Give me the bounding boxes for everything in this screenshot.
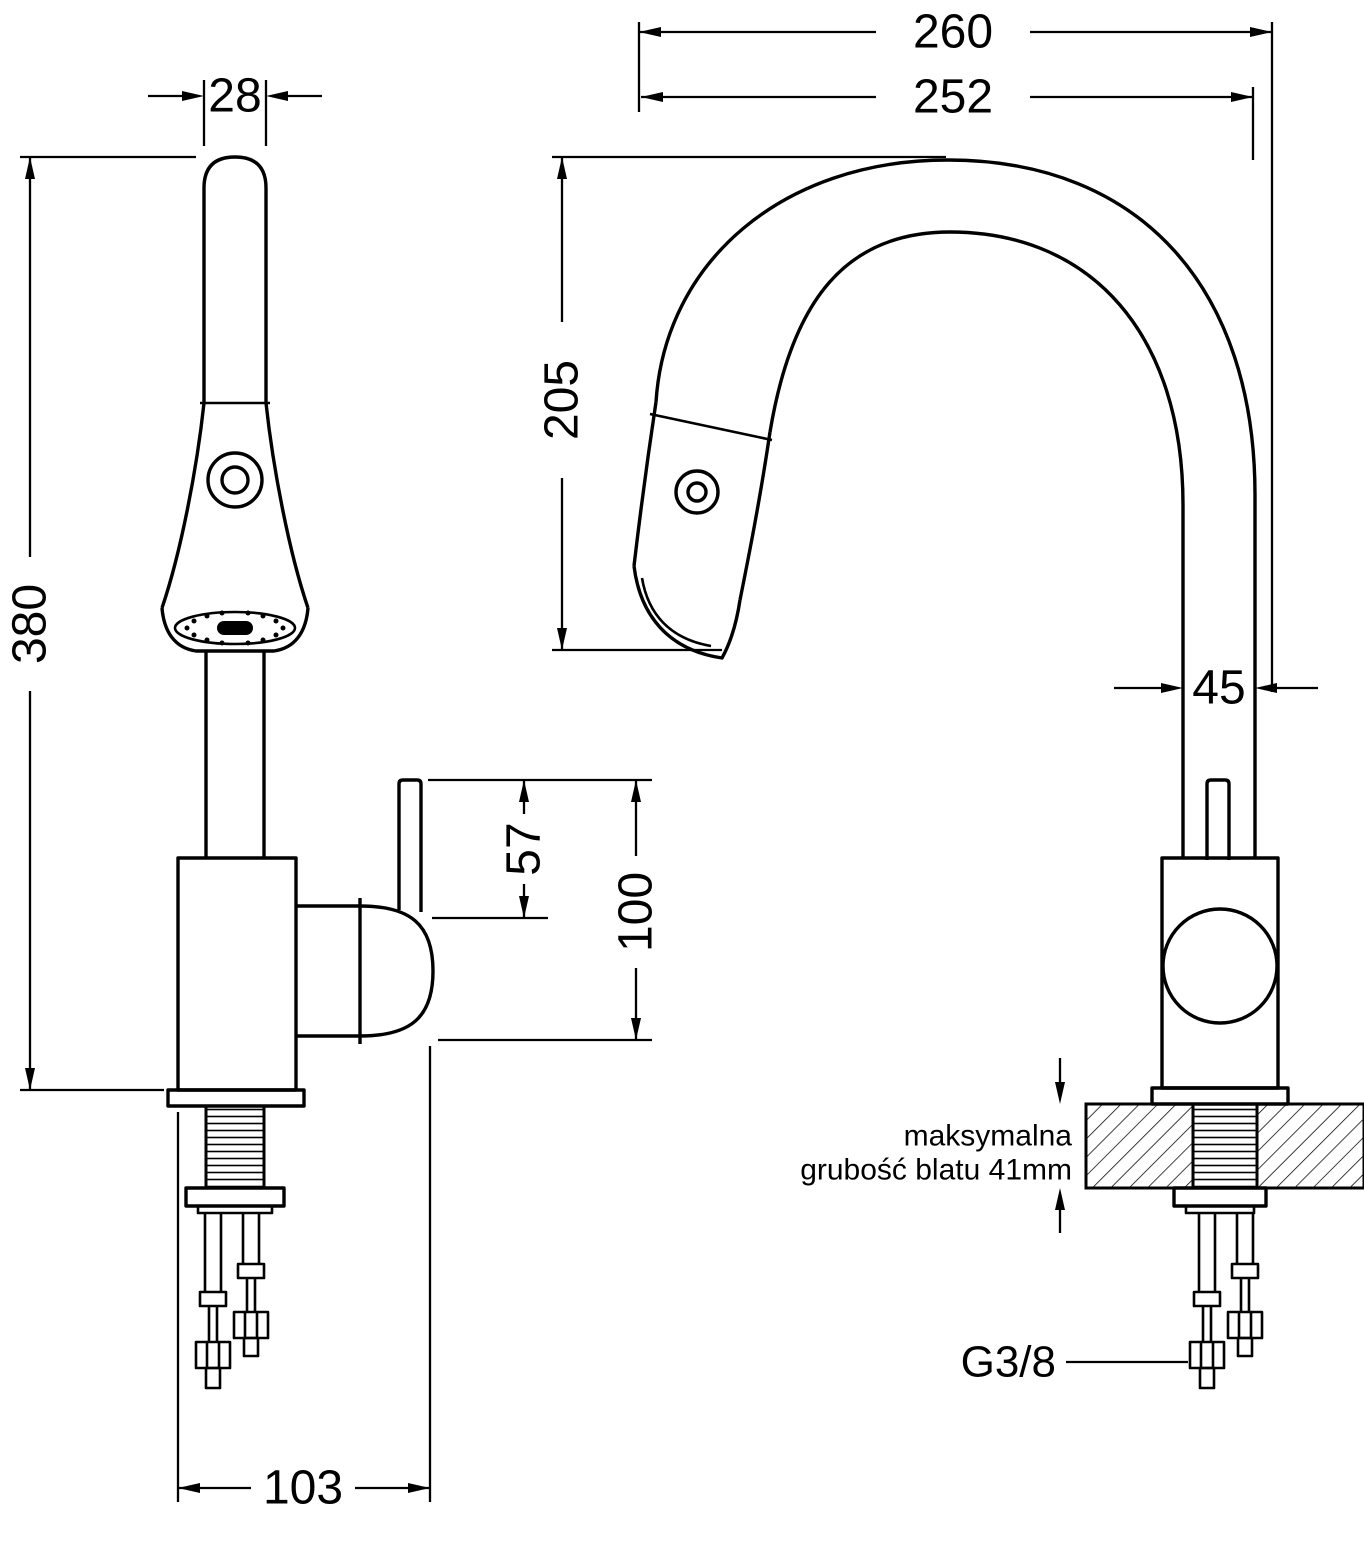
- dim-spout-reach-label: 252: [913, 71, 993, 124]
- front-spout-outline: [202, 155, 268, 403]
- side-spray-head-bottom: [632, 565, 742, 660]
- front-aerator-dots: [184, 610, 286, 646]
- dim-205-lines: [552, 155, 946, 652]
- front-hose1-stub: [204, 1366, 222, 1390]
- dim-pipe-label: 45: [1192, 662, 1245, 715]
- front-hose-lines: [203, 1213, 261, 1368]
- front-view: [160, 155, 435, 1390]
- side-hose2-nut: [1226, 1310, 1264, 1340]
- side-threaded-shank: [1191, 1102, 1259, 1190]
- side-hose2-stub: [1236, 1336, 1254, 1358]
- front-spray-cone-left: [160, 402, 206, 609]
- front-hose2-nut: [232, 1310, 270, 1340]
- side-handle-pivot: [1161, 907, 1279, 1025]
- worktop-note-line2: grubość blatu 41mm: [800, 1154, 1072, 1187]
- side-base-flange: [1150, 1086, 1290, 1106]
- front-spray-cone-right: [264, 402, 310, 609]
- front-aerator-face: [173, 610, 297, 646]
- front-spray-button-inner: [220, 465, 250, 495]
- front-riser-pipe: [204, 651, 266, 858]
- side-hose2-collar: [1230, 1262, 1260, 1280]
- side-spout-arc-inner: [768, 230, 1185, 858]
- front-handle-cap: [359, 904, 435, 1038]
- front-hose1-nut: [194, 1340, 232, 1370]
- dim-103-lines: [176, 1046, 432, 1502]
- front-aerator-slot: [217, 621, 253, 635]
- front-aerator-outline: [160, 607, 310, 653]
- side-spray-button-outer: [674, 469, 720, 515]
- side-spray-collar-line: [649, 412, 773, 442]
- side-hose1-collar: [1192, 1290, 1222, 1308]
- thread-size-label: G3/8: [961, 1338, 1056, 1387]
- front-base-flange: [166, 1088, 306, 1108]
- dim-total-height-label: 380: [4, 584, 57, 664]
- dim-28-lines: [148, 80, 322, 146]
- side-dimensions: 260 252 205 45 maksymalna grubość blatu …: [536, 6, 1318, 1387]
- side-spray-head-left: [632, 401, 658, 567]
- worktop-note-line1: maksymalna: [904, 1120, 1073, 1153]
- side-washer: [1184, 1204, 1256, 1215]
- front-hose2-collar: [236, 1262, 266, 1280]
- worktop-section-right: [1255, 1102, 1364, 1190]
- dim-base-depth-label: 103: [263, 1462, 343, 1515]
- side-view: [632, 158, 1364, 1390]
- side-handle-lever: [1205, 778, 1231, 860]
- dim-380-lines: [20, 155, 196, 1092]
- side-mounting-nut: [1172, 1186, 1268, 1208]
- side-spray-button-inner: [686, 481, 708, 503]
- front-body-outline: [176, 856, 298, 1092]
- dim-handle-upper-label: 57: [498, 822, 551, 875]
- front-threaded-shank: [204, 1104, 266, 1190]
- front-hose1-collar: [198, 1290, 228, 1308]
- front-hose2-stub: [242, 1336, 260, 1358]
- side-hose1-nut: [1188, 1340, 1226, 1370]
- dim-spout-height-label: 205: [536, 360, 589, 440]
- worktop-section-left: [1084, 1102, 1195, 1190]
- side-hose-lines: [1197, 1213, 1255, 1368]
- side-spray-head-right: [738, 431, 772, 601]
- side-body-outline: [1160, 856, 1280, 1090]
- front-spray-button-outer: [206, 451, 264, 509]
- dim-handle-total-label: 100: [610, 872, 663, 952]
- side-hose1-stub: [1198, 1366, 1216, 1390]
- dim-total-depth-label: 260: [913, 6, 993, 59]
- dim-260-lines: [637, 22, 1274, 692]
- front-handle-connector: [296, 898, 362, 1044]
- front-mounting-nut: [184, 1186, 286, 1208]
- dim-spout-width-label: 28: [208, 70, 261, 123]
- front-dimensions: 28 380 57 100 103: [4, 70, 663, 1515]
- front-washer: [196, 1204, 274, 1215]
- side-spout-arc-outer: [654, 158, 1257, 858]
- front-handle-lever: [397, 778, 423, 912]
- side-spray-face-inner: [640, 577, 712, 648]
- dim-28-arrows: [182, 91, 288, 101]
- dim-252-lines: [641, 87, 1255, 160]
